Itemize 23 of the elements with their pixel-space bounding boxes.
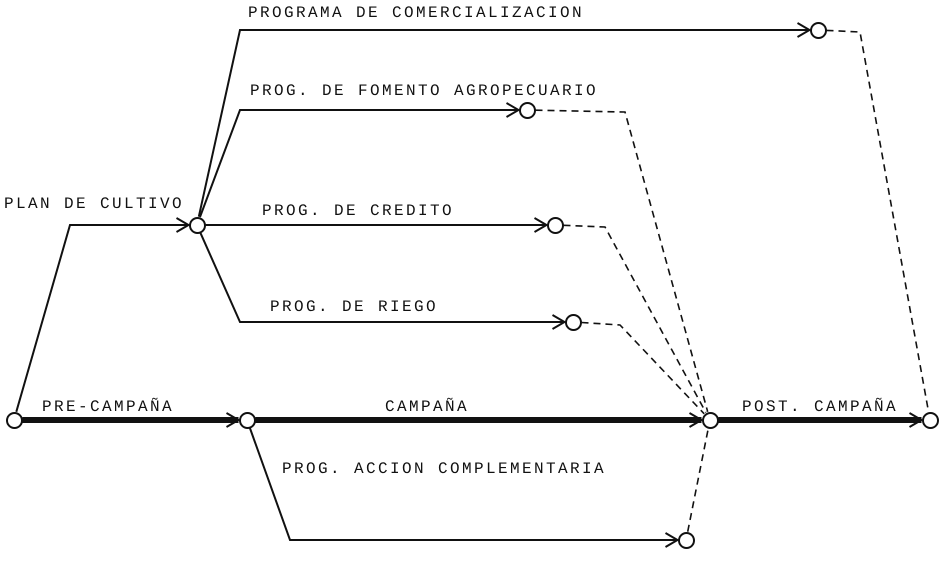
- event-circle: [678, 532, 694, 548]
- arrow: [199, 232, 566, 330]
- event-circle: [6, 412, 22, 428]
- arrow: [256, 412, 702, 428]
- arrow: [15, 217, 190, 412]
- arrow: [206, 217, 548, 233]
- event-circle: [518, 102, 536, 118]
- arrow: [199, 102, 520, 218]
- arrow: [22, 412, 240, 428]
- arrow: [198, 22, 810, 217]
- arrow: [718, 412, 922, 428]
- event-circle: [238, 412, 256, 428]
- event-circle: [546, 216, 564, 234]
- dashed-connector: [563, 224, 707, 413]
- event-circle: [564, 314, 582, 330]
- event-circle: [810, 22, 826, 38]
- event-circle: [922, 412, 938, 428]
- event-circle: [188, 216, 206, 234]
- event-circle: [702, 412, 718, 428]
- dashed-connector: [686, 428, 710, 532]
- dashed-connector: [581, 322, 705, 414]
- dashed-connector: [535, 109, 708, 412]
- arrow: [248, 428, 678, 548]
